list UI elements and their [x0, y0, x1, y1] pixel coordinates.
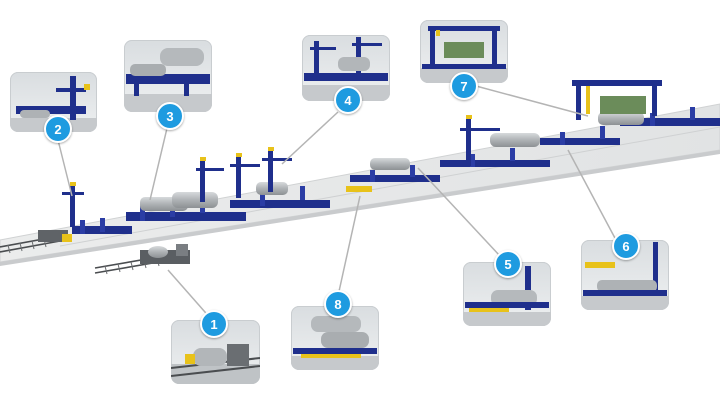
station-badge-2: 2: [44, 115, 72, 143]
loading-station: [38, 230, 190, 264]
pipe-transfer-cart-icon: [291, 316, 379, 370]
floor-edge: [0, 150, 720, 266]
pipe-loading-station-icon: [171, 344, 260, 384]
leader-lines: [57, 85, 617, 321]
station-badge-5: 5: [494, 250, 522, 278]
floor-marking: [59, 126, 720, 247]
station-number: 5: [504, 256, 512, 272]
welder-heads: [70, 115, 472, 192]
station-badge-4: 4: [334, 86, 362, 114]
station-number: 6: [622, 238, 630, 254]
pipe-rotator-column-icon: [463, 266, 551, 326]
column-boom-welders: [62, 118, 500, 227]
station-badge-6: 6: [612, 232, 640, 260]
pipe-transfer-rollers-icon: [581, 242, 669, 310]
gantry-station: [572, 80, 662, 120]
station-number: 7: [460, 78, 468, 94]
factory-floor: [0, 103, 720, 263]
rail-sleepers: [7, 238, 160, 275]
station-number: 4: [344, 92, 352, 108]
station-badge-1: 1: [200, 310, 228, 338]
station-badge-7: 7: [450, 72, 478, 100]
station-badge-8: 8: [324, 290, 352, 318]
station-number: 8: [334, 296, 342, 312]
pipes-on-line: [140, 112, 644, 211]
column-boom-welder-icon: [10, 76, 97, 132]
station-number: 1: [210, 316, 218, 332]
station-badge-3: 3: [156, 102, 184, 130]
station-number: 2: [54, 121, 62, 137]
gantry-welding-station-icon: [420, 26, 508, 83]
station-number: 3: [166, 108, 174, 124]
